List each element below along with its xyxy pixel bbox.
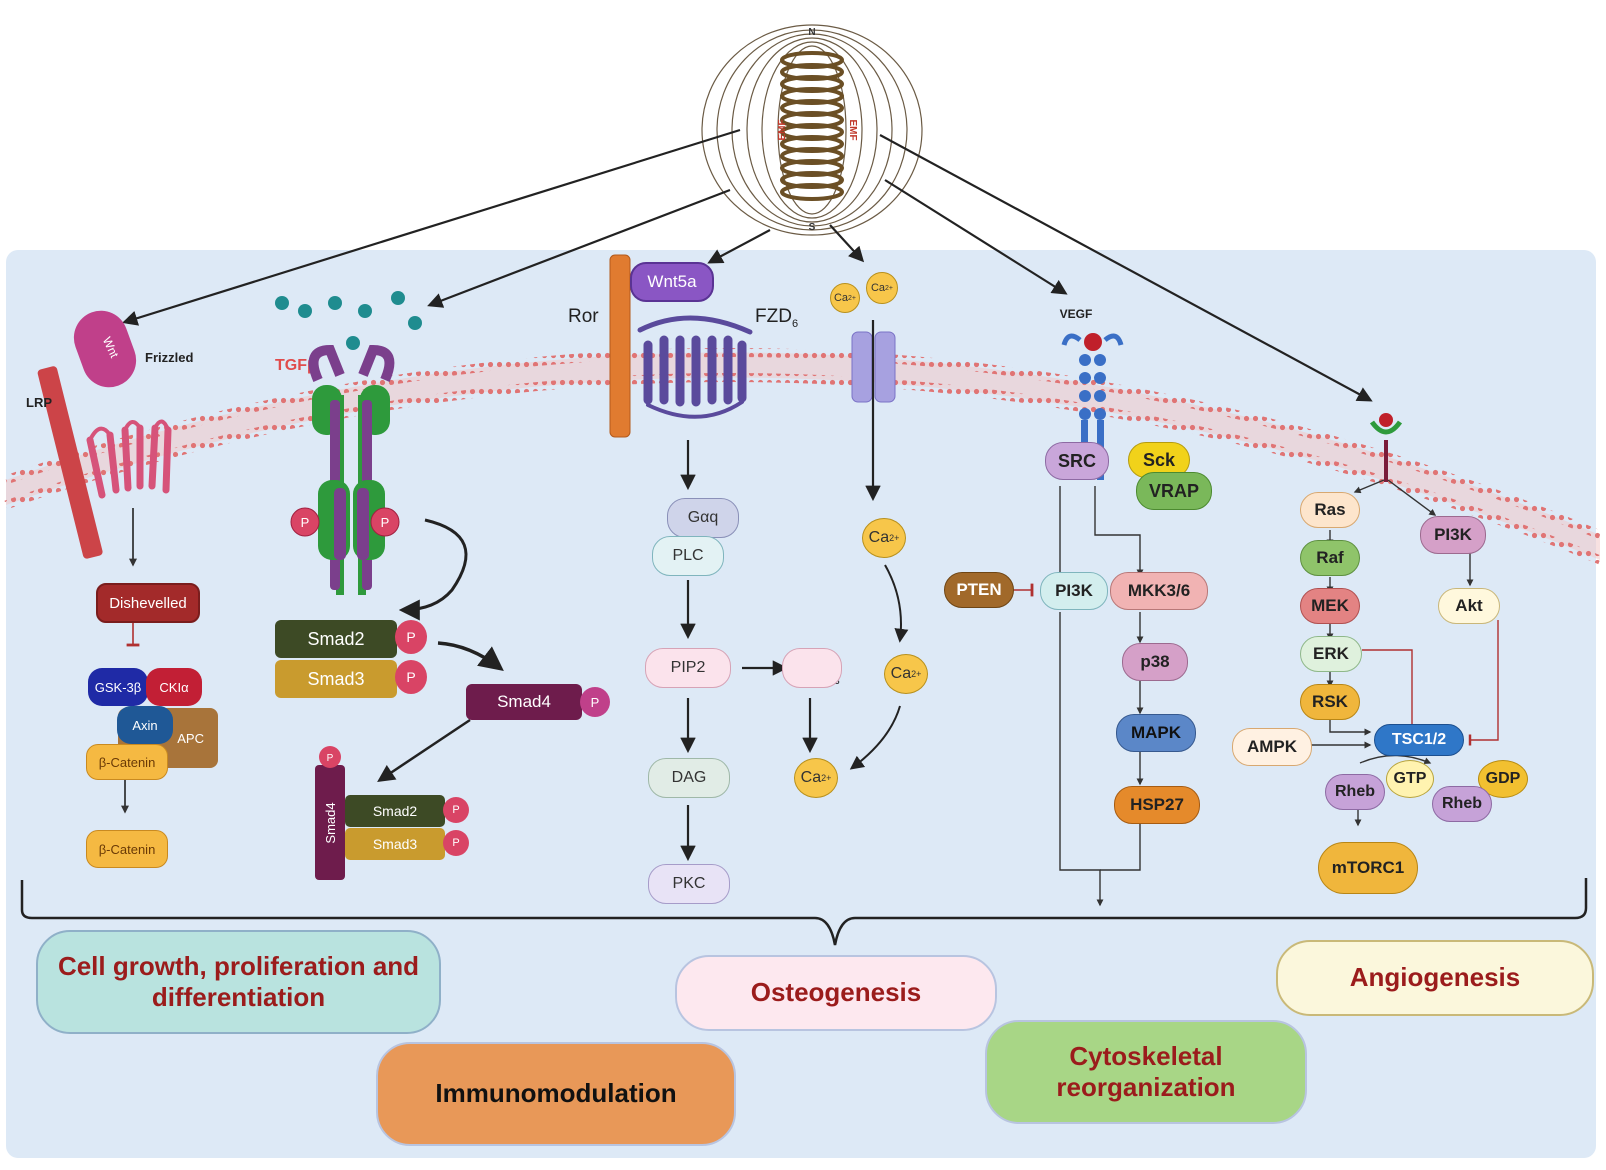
emf-right-label: EMF — [847, 119, 858, 140]
outcome-immunomodulation: Immunomodulation — [376, 1042, 736, 1146]
lrp-receptor — [37, 366, 103, 559]
beta-catenin-node-2: β-Catenin — [86, 830, 168, 868]
ampk-node: AMPK — [1232, 728, 1312, 766]
dag-node: DAG — [648, 758, 730, 798]
angio-pi3k-node: PI3K — [1420, 516, 1486, 554]
hsp27-node: HSP27 — [1114, 786, 1200, 824]
fzd6-label: FZD6 — [755, 306, 798, 330]
pip2-node: PIP2 — [645, 648, 731, 688]
smad2-node: Smad2 — [275, 620, 397, 658]
arrow-calcium-3 — [849, 705, 901, 770]
tgf-receptor-phospho — [290, 507, 400, 537]
phospho-2: P — [381, 515, 390, 530]
ip3-node — [782, 648, 842, 688]
electromagnetic-coil — [701, 24, 923, 236]
emf-left-label: EMF — [777, 119, 788, 140]
mapk-node: MAPK — [1116, 714, 1196, 752]
beta-catenin-node-1: β-Catenin — [86, 744, 168, 780]
raf-node: Raf — [1300, 540, 1360, 576]
ror-receptor — [609, 254, 631, 438]
outcome-cell-growth: Cell growth, proliferation and different… — [36, 930, 441, 1034]
frizzled-receptor — [86, 419, 172, 499]
plc-node: PLC — [652, 536, 724, 576]
vegf-label: VEGF — [1060, 307, 1093, 321]
pkc-node: PKC — [648, 864, 730, 904]
wnt-ligand — [73, 310, 137, 388]
src-node: SRC — [1045, 442, 1109, 480]
gaq-arrows — [680, 440, 818, 862]
complex-smad3-node: Smad3 — [345, 828, 445, 860]
p38-node: p38 — [1122, 643, 1188, 681]
rsk-node: RSK — [1300, 684, 1360, 720]
smad4-node: Smad4 — [466, 684, 582, 720]
ras-node: Ras — [1300, 492, 1360, 528]
gtp-node: GTP — [1386, 760, 1434, 798]
outcome-angiogenesis: Angiogenesis — [1276, 940, 1594, 1016]
akt-node: Akt — [1438, 588, 1500, 624]
complex-smad2-node: Smad2 — [345, 795, 445, 827]
fzd6-receptor — [637, 315, 753, 419]
mkk-node: MKK3/6 — [1110, 572, 1208, 610]
tgf-receptor — [308, 344, 395, 595]
dishevelled-node: Dishevelled — [96, 583, 200, 623]
smad3-node: Smad3 — [275, 660, 397, 698]
arrow-calcium-2 — [884, 564, 909, 643]
phospho-1: P — [301, 515, 310, 530]
ck1a-node: CKIα — [146, 668, 202, 706]
angio-inhibitors — [1362, 620, 1499, 746]
south-label: S — [809, 222, 816, 233]
arrow-smad4-complex — [377, 718, 471, 782]
gaq-node: Gαq — [667, 498, 739, 538]
tgf-label: TGFβ — [275, 357, 317, 374]
vegf-pi3k-node: PI3K — [1040, 572, 1108, 610]
mek-node: MEK — [1300, 588, 1360, 624]
vrap-node: VRAP — [1136, 472, 1212, 510]
arrow-receptor-smad — [398, 518, 468, 621]
smad3-phospho: P — [395, 660, 427, 694]
smad4-phospho: P — [580, 687, 610, 717]
tgf-ligand-particles — [275, 291, 422, 350]
frizzled-label: Frizzled — [145, 350, 193, 365]
north-label: N — [808, 27, 815, 38]
calcium-channel — [851, 331, 896, 403]
erk-node: ERK — [1300, 636, 1362, 672]
emf-arrows — [122, 128, 1373, 402]
wnt5a-node: Wnt5a — [630, 262, 714, 302]
smad2-phospho: P — [395, 620, 427, 654]
tsc-node: TSC1/2 — [1374, 724, 1464, 756]
outcome-cytoskeletal: Cytoskeletal reorganization — [985, 1020, 1307, 1124]
ror-label: Ror — [568, 306, 599, 327]
outcome-osteogenesis: Osteogenesis — [675, 955, 997, 1031]
cell-membrane — [4, 348, 1602, 565]
smad4-vertical-label: Smad4 — [323, 802, 338, 843]
vegf-connectors — [1056, 486, 1144, 907]
axin-node: Axin — [117, 706, 173, 744]
lrp-label: LRP — [26, 395, 52, 410]
rheb-node-2: Rheb — [1432, 786, 1492, 822]
complex-smad2-phospho: P — [443, 797, 469, 823]
outcome-brace — [20, 878, 1588, 946]
mtorc1-node: mTORC1 — [1318, 842, 1418, 894]
complex-smad3-phospho: P — [443, 830, 469, 856]
arrow-smad-smad4 — [437, 641, 504, 671]
gsk3b-node: GSK-3β — [88, 668, 148, 706]
angio-receptor — [1369, 413, 1403, 482]
rheb-node-1: Rheb — [1325, 774, 1385, 810]
smad4-vertical-phospho: P — [327, 753, 334, 764]
pten-node: PTEN — [944, 572, 1014, 608]
smad4-vertical — [315, 746, 345, 880]
